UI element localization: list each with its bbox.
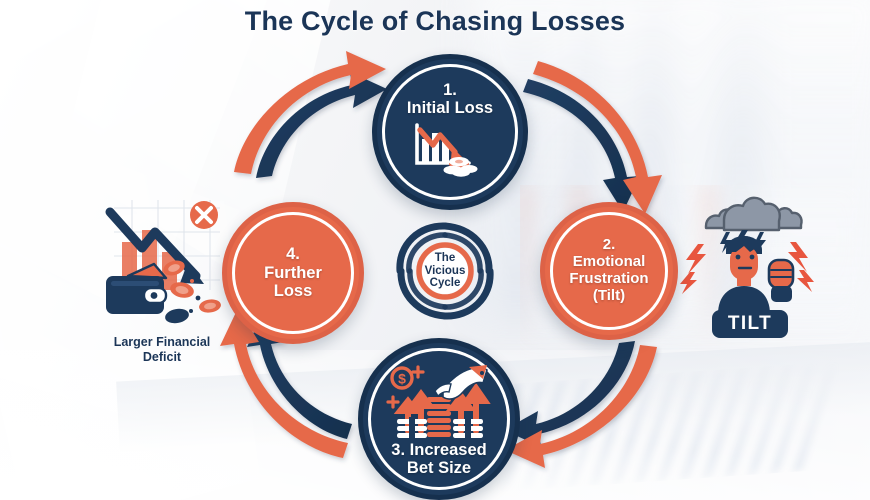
cycle-node-increased-bet-size[interactable]: $ [358,338,520,500]
svg-text:$: $ [398,370,406,386]
financial-deficit-icon-group [105,200,221,324]
arrow-node4-to-node1 [234,51,387,178]
center-hub-vicious-cycle[interactable]: The Vicious Cycle [396,222,494,320]
node-title: 3. Increased [391,440,487,459]
cycle-node-initial-loss[interactable]: 1. Initial Loss [372,54,528,210]
arrow-node2-to-node3 [504,341,657,468]
node-title: Emotional [572,253,646,271]
caption-line-2: Deficit [142,350,182,364]
arrow-node1-to-node2 [523,61,662,214]
right-illustration-tilt: TILT [676,192,818,342]
node-label-emotional-frustration: 2. Emotional Frustration (Tilt) [561,237,656,304]
node-title-line2: Frustration [569,270,649,287]
cycle-node-further-loss[interactable]: 4. Further Loss [222,202,364,344]
node-number: 1. [443,80,457,99]
node-label-further-loss: 4. Further Loss [256,245,330,300]
tilt-badge: TILT [727,313,773,334]
node-number: 4. [286,245,300,264]
hand-stacking-chips-up-arrows-icon: $ [386,364,491,439]
left-illustration-financial-deficit: Larger Financial Deficit [92,190,232,365]
cycle-node-emotional-frustration[interactable]: 2. Emotional Frustration (Tilt) [540,202,678,340]
node-title-line3: (Tilt) [592,286,626,304]
node-label-increased-bet-size: 3. Increased Bet Size [383,441,494,478]
node-title: Initial Loss [406,99,494,117]
tilt-icon-group [680,196,814,338]
left-illustration-caption: Larger Financial Deficit [92,335,232,365]
node-number: 3. [391,440,406,459]
node-title: Further [264,263,322,282]
node-title-line2: Loss [273,282,313,301]
page-title: The Cycle of Chasing Losses [244,6,626,36]
node-title-line2: Bet Size [406,459,472,477]
node-number: 2. [602,236,616,254]
spiral-vortex-icon [396,222,494,320]
node-label-initial-loss: 1. Initial Loss [399,81,501,118]
declining-chart-with-chips-icon [415,123,478,178]
caption-line-1: Larger Financial [113,335,211,349]
